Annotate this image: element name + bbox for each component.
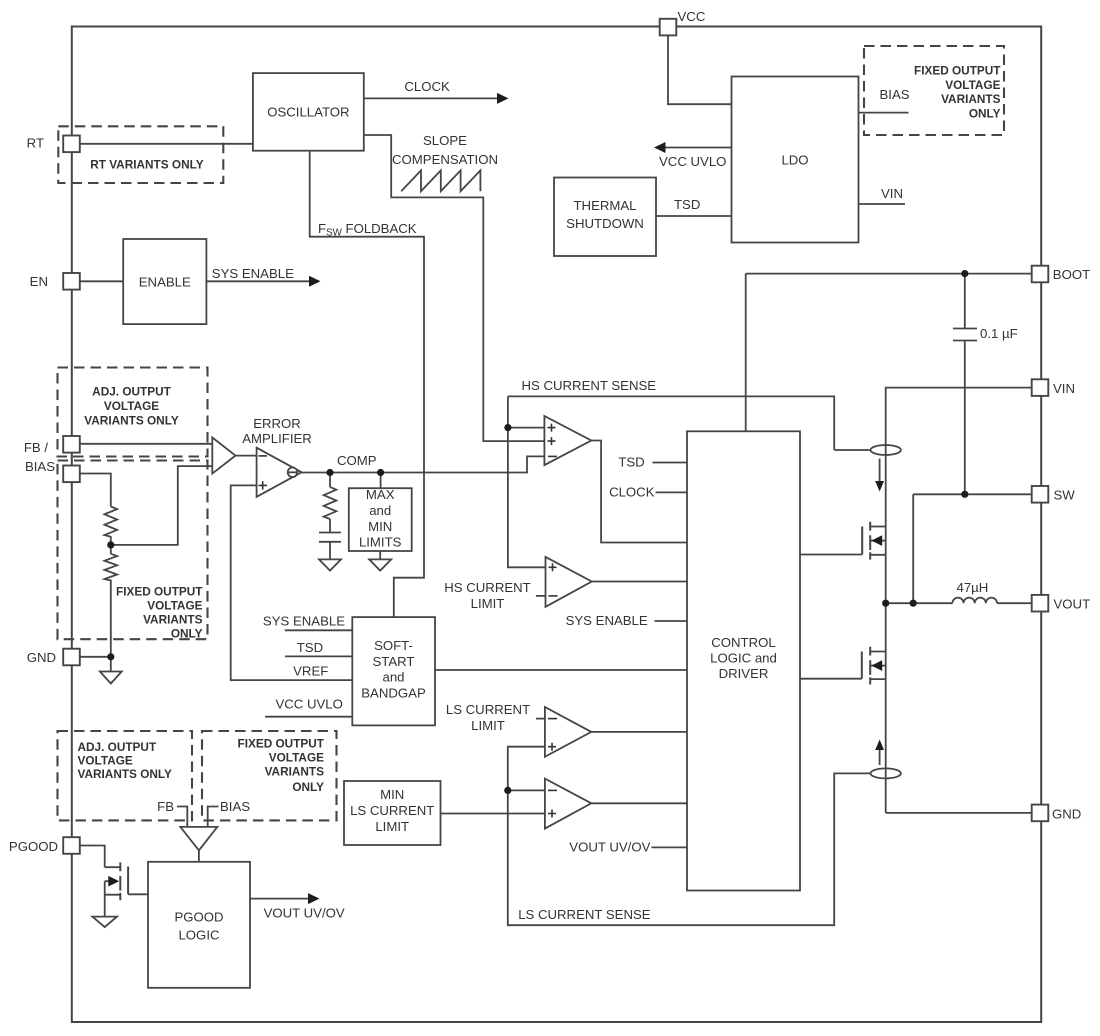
- svg-text:ADJ. OUTPUT: ADJ. OUTPUT: [92, 385, 171, 399]
- svg-text:VARIANTS ONLY: VARIANTS ONLY: [78, 767, 173, 781]
- svg-text:VOLTAGE: VOLTAGE: [78, 754, 133, 768]
- svg-text:VOLTAGE: VOLTAGE: [147, 599, 202, 613]
- svg-text:MIN: MIN: [368, 519, 392, 534]
- svg-text:SOFT-: SOFT-: [374, 638, 413, 653]
- svg-text:FIXED OUTPUT: FIXED OUTPUT: [116, 585, 203, 599]
- svg-text:GND: GND: [27, 650, 56, 665]
- svg-text:SYS ENABLE: SYS ENABLE: [263, 614, 345, 629]
- svg-text:VCC UVLO: VCC UVLO: [659, 154, 726, 169]
- svg-text:VCC UVLO: VCC UVLO: [275, 697, 342, 712]
- svg-text:VOUT: VOUT: [1054, 597, 1091, 612]
- svg-text:VREF: VREF: [293, 664, 328, 679]
- svg-text:START: START: [372, 654, 414, 669]
- svg-text:COMP: COMP: [337, 453, 377, 468]
- svg-text:VOUT UV/OV: VOUT UV/OV: [569, 840, 650, 855]
- svg-text:FB /: FB /: [24, 440, 49, 455]
- svg-text:BANDGAP: BANDGAP: [361, 685, 426, 700]
- svg-text:CONTROL: CONTROL: [711, 635, 775, 650]
- svg-text:SYS ENABLE: SYS ENABLE: [212, 266, 294, 281]
- svg-text:BIAS: BIAS: [25, 459, 55, 474]
- svg-text:BIAS: BIAS: [880, 87, 910, 102]
- svg-text:CLOCK: CLOCK: [609, 485, 655, 500]
- svg-text:VOLTAGE: VOLTAGE: [945, 78, 1000, 92]
- svg-text:LS CURRENT SENSE: LS CURRENT SENSE: [518, 907, 651, 922]
- svg-text:VOLTAGE: VOLTAGE: [269, 751, 324, 765]
- svg-text:VOLTAGE: VOLTAGE: [104, 399, 159, 413]
- svg-text:MIN: MIN: [380, 787, 404, 802]
- svg-text:GND: GND: [1052, 807, 1081, 822]
- svg-text:TSD: TSD: [297, 640, 323, 655]
- svg-text:FIXED OUTPUT: FIXED OUTPUT: [237, 737, 324, 751]
- svg-text:and: and: [382, 670, 404, 685]
- svg-text:ONLY: ONLY: [969, 106, 1001, 120]
- svg-text:ADJ. OUTPUT: ADJ. OUTPUT: [78, 740, 157, 754]
- svg-text:LS CURRENT: LS CURRENT: [446, 702, 530, 717]
- svg-text:VARIANTS: VARIANTS: [941, 92, 1001, 106]
- svg-text:HS CURRENT: HS CURRENT: [444, 580, 530, 595]
- svg-text:and: and: [369, 503, 391, 518]
- svg-text:LIMITS: LIMITS: [359, 535, 402, 550]
- svg-text:LIMIT: LIMIT: [375, 819, 409, 834]
- svg-text:LOGIC and: LOGIC and: [710, 651, 777, 666]
- svg-text:TSD: TSD: [618, 455, 644, 470]
- svg-text:PGOOD: PGOOD: [9, 839, 58, 854]
- svg-text:VIN: VIN: [1053, 381, 1075, 396]
- svg-text:RT: RT: [27, 136, 44, 151]
- svg-text:BOOT: BOOT: [1053, 267, 1090, 282]
- svg-text:TSD: TSD: [674, 197, 700, 212]
- svg-text:ERROR: ERROR: [253, 416, 301, 431]
- svg-text:RT VARIANTS ONLY: RT VARIANTS ONLY: [90, 158, 204, 172]
- svg-text:THERMAL: THERMAL: [573, 198, 636, 213]
- svg-text:LIMIT: LIMIT: [471, 718, 505, 733]
- svg-text:FSW FOLDBACK: FSW FOLDBACK: [318, 221, 417, 239]
- svg-text:SHUTDOWN: SHUTDOWN: [566, 216, 644, 231]
- svg-text:MAX: MAX: [366, 487, 395, 502]
- svg-text:EN: EN: [30, 274, 48, 289]
- svg-text:PGOOD: PGOOD: [174, 910, 223, 925]
- svg-text:SW: SW: [1054, 488, 1076, 503]
- svg-text:CLOCK: CLOCK: [404, 79, 450, 94]
- svg-text:LDO: LDO: [781, 153, 808, 168]
- svg-text:COMPENSATION: COMPENSATION: [392, 152, 498, 167]
- svg-text:47µH: 47µH: [957, 580, 989, 595]
- svg-text:VIN: VIN: [881, 186, 903, 201]
- svg-text:VARIANTS: VARIANTS: [265, 765, 325, 779]
- svg-text:BIAS: BIAS: [220, 799, 250, 814]
- svg-text:0.1 µF: 0.1 µF: [980, 326, 1018, 341]
- svg-text:LS CURRENT: LS CURRENT: [350, 803, 434, 818]
- svg-text:VARIANTS: VARIANTS: [143, 613, 203, 627]
- svg-text:FIXED OUTPUT: FIXED OUTPUT: [914, 64, 1001, 78]
- svg-text:VOUT UV/OV: VOUT UV/OV: [264, 906, 345, 921]
- svg-text:VARIANTS ONLY: VARIANTS ONLY: [84, 414, 179, 428]
- svg-text:LOGIC: LOGIC: [178, 928, 220, 943]
- svg-text:DRIVER: DRIVER: [719, 666, 769, 681]
- svg-text:SLOPE: SLOPE: [423, 133, 467, 148]
- svg-text:SYS ENABLE: SYS ENABLE: [566, 613, 648, 628]
- svg-text:HS CURRENT SENSE: HS CURRENT SENSE: [522, 378, 657, 393]
- svg-text:ONLY: ONLY: [171, 627, 203, 641]
- svg-text:VCC: VCC: [678, 9, 706, 24]
- svg-text:FB: FB: [157, 799, 174, 814]
- svg-text:ENABLE: ENABLE: [139, 275, 191, 290]
- svg-text:LIMIT: LIMIT: [471, 596, 505, 611]
- svg-text:AMPLIFIER: AMPLIFIER: [242, 431, 312, 446]
- svg-text:OSCILLATOR: OSCILLATOR: [267, 105, 349, 120]
- svg-text:ONLY: ONLY: [292, 780, 324, 794]
